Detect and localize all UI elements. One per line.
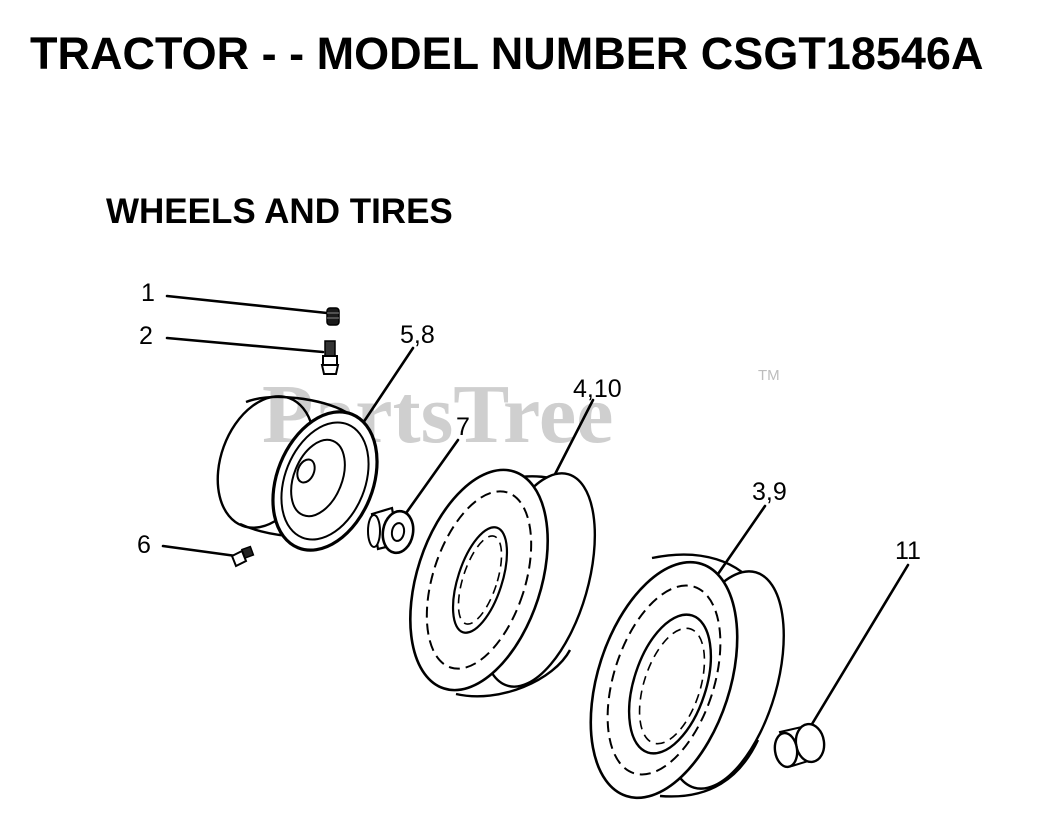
leader-line-11: [804, 563, 910, 736]
leader-line-3-9: [716, 504, 767, 576]
leader-line-2: [165, 336, 325, 354]
callout-2: 2: [139, 322, 153, 350]
leader-line-7: [402, 438, 460, 518]
watermark-tm: TM: [758, 367, 780, 384]
callout-4-10: 4,10: [573, 375, 622, 403]
callout-5-8: 5,8: [400, 321, 435, 349]
leader-line-1: [165, 294, 329, 315]
wheel-rim-part-5-8: [216, 395, 379, 552]
callout-3-9: 3,9: [752, 478, 787, 506]
page-title: TRACTOR - - MODEL NUMBER CSGT18546A: [30, 28, 984, 79]
leader-line-5-8: [355, 346, 415, 434]
leader-line-4-10: [548, 398, 595, 486]
valve-cap-part-1: [326, 307, 340, 326]
bushing-part-7: [367, 506, 415, 555]
tire-part-4-10: [409, 468, 597, 698]
valve-stem-part-2: [320, 340, 340, 375]
tire-part-3-9: [589, 553, 785, 800]
callout-7: 7: [456, 413, 470, 441]
callout-labels: 1 2 5,8 4,10 7 3,9 6 11: [137, 279, 921, 565]
callout-1: 1: [141, 279, 155, 307]
grease-fitting-part-6: [230, 545, 255, 568]
callout-11: 11: [895, 537, 921, 565]
callout-6: 6: [137, 531, 151, 559]
hub-cap-part-11: [773, 722, 826, 769]
leader-line-6: [161, 544, 238, 558]
section-title: WHEELS AND TIRES: [106, 192, 453, 231]
